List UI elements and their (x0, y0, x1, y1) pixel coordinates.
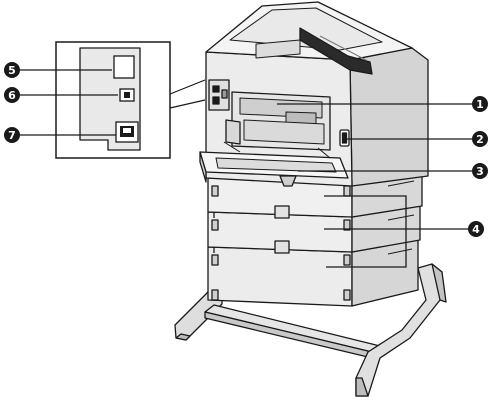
stand-cross-rail (204, 304, 381, 353)
svg-text:3: 3 (476, 165, 484, 178)
svg-text:6: 6 (8, 89, 16, 102)
caster-stand (174, 263, 447, 397)
callout-7: 7 (4, 127, 20, 143)
svg-text:7: 7 (8, 129, 16, 142)
callout-2: 2 (472, 131, 488, 147)
svg-text:2: 2 (476, 133, 484, 146)
callout-5: 5 (4, 62, 20, 78)
svg-text:4: 4 (472, 223, 480, 236)
port-option-icon (113, 55, 135, 79)
svg-text:1: 1 (476, 98, 484, 111)
printer-body (199, 1, 429, 187)
callout-4: 4 (468, 221, 484, 237)
inset-pointer (169, 79, 206, 109)
port-detail-inset (55, 41, 206, 159)
callout-3: 3 (472, 163, 488, 179)
svg-text:5: 5 (8, 64, 16, 77)
leader-4 (324, 195, 468, 268)
callout-6: 6 (4, 87, 20, 103)
cassette-unit-3 (207, 246, 353, 307)
callout-1: 1 (472, 96, 488, 112)
leader-lines (20, 69, 474, 268)
cassette-stack (207, 171, 423, 307)
